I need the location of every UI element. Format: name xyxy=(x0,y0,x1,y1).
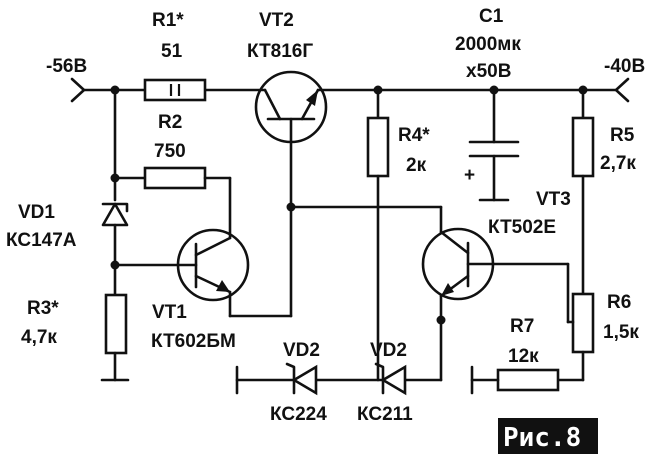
r2-resistor xyxy=(143,166,207,190)
vd1-name-label: VD1 xyxy=(18,202,55,223)
vd2b-name-label: VD2 xyxy=(370,340,407,361)
vt1-transistor-body xyxy=(176,228,250,302)
r6-name-label: R6 xyxy=(607,292,631,313)
vd2b-diode-bar xyxy=(374,362,385,395)
vt1-emitter-arrow xyxy=(216,280,230,292)
r4-name-label: R4* xyxy=(398,125,430,146)
output-voltage-label: -40В xyxy=(604,56,645,77)
r4-value-label: 2к xyxy=(406,155,427,176)
vt3-name-label: VT3 xyxy=(536,189,571,210)
c1-name-label: C1 xyxy=(479,6,504,27)
vt1-value-label: КТ602БМ xyxy=(151,331,236,352)
vt2-name-label: VT2 xyxy=(259,10,294,31)
vt2-emitter-arrow xyxy=(306,90,318,106)
junction-dot xyxy=(489,85,499,95)
vd2a-name-label: VD2 xyxy=(283,340,320,361)
junction-dot xyxy=(110,260,120,270)
r7-name-label: R7 xyxy=(510,316,534,337)
c1-voltage-label: х50В xyxy=(466,61,511,82)
vt1-name-label: VT1 xyxy=(152,302,187,323)
r1-name-label: R1* xyxy=(152,10,184,31)
junction-dot xyxy=(110,85,120,95)
r3-name-label: R3* xyxy=(27,298,59,319)
r7-value-label: 12к xyxy=(508,346,539,367)
vd2a-diode-triangle xyxy=(291,364,318,396)
c1-plus-label: + xyxy=(464,165,475,186)
junction-dot xyxy=(286,202,296,212)
vd2a-diode-bar xyxy=(285,362,296,395)
input-terminal-arrow xyxy=(70,77,86,103)
vd1-value-label: КС147А xyxy=(6,230,77,251)
output-terminal-arrow xyxy=(614,77,630,103)
vd1-diode-bar xyxy=(101,202,129,213)
vt2-left-lead xyxy=(263,88,282,121)
r2-value-label: 750 xyxy=(154,141,186,162)
r5-value-label: 2,7к xyxy=(600,153,636,174)
r5-resistor xyxy=(571,116,595,178)
r3-resistor xyxy=(104,293,128,355)
vd2a-value-label: КС224 xyxy=(270,404,327,425)
vd2b-diode-triangle xyxy=(380,364,407,396)
r2-name-label: R2 xyxy=(158,112,182,133)
junction-dot xyxy=(110,173,120,183)
vt3-emitter-arrow xyxy=(441,283,454,296)
r4-resistor xyxy=(366,116,390,178)
r6-resistor xyxy=(571,292,595,354)
r7-resistor xyxy=(496,368,560,392)
vt3-value-label: КТ502Е xyxy=(488,217,556,238)
r5-name-label: R5 xyxy=(610,125,635,146)
input-voltage-label: -56В xyxy=(46,56,87,77)
junction-dot xyxy=(373,85,383,95)
vt2-value-label: КТ816Г xyxy=(247,41,313,62)
junction-dot xyxy=(436,315,446,325)
figure-badge-label: Рис.8 xyxy=(503,423,581,453)
r1-value-label: 51 xyxy=(161,41,183,62)
vt1-collector-lead xyxy=(194,236,232,257)
vt3-collector-lead xyxy=(439,230,470,255)
junction-dot xyxy=(578,85,588,95)
vd1-diode-triangle xyxy=(101,202,129,227)
c1-value-label: 2000мк xyxy=(455,34,521,55)
vd2b-value-label: КС211 xyxy=(357,404,413,425)
r6-value-label: 1,5к xyxy=(603,322,639,343)
r3-value-label: 4,7к xyxy=(21,327,57,348)
r1-resistor xyxy=(143,78,207,102)
figure-badge-background xyxy=(498,418,598,454)
